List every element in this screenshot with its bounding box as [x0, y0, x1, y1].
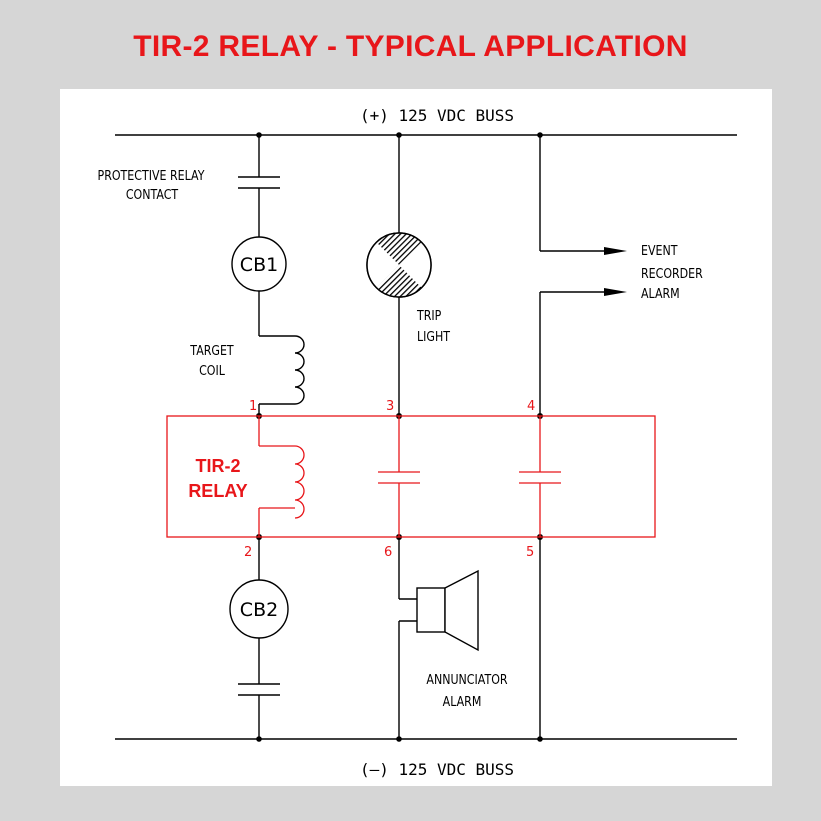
terminal-1-label: 1	[249, 399, 257, 414]
target-coil-label-1: TARGET	[189, 343, 234, 358]
trip-light-icon	[366, 232, 432, 298]
terminal-5-label: 5	[526, 545, 534, 560]
terminal-3-label: 3	[386, 399, 394, 414]
relay-label-2: RELAY	[188, 481, 247, 501]
page-title: TIR-2 RELAY - TYPICAL APPLICATION	[133, 30, 688, 63]
annunciator-label-1: ANNUNCIATOR	[426, 672, 508, 687]
event-arrow-icon	[604, 247, 627, 296]
tir2-relay-box	[166, 415, 656, 538]
terminal-4-label: 4	[527, 399, 535, 414]
annunciator-label-2: ALARM	[443, 694, 482, 709]
relay-label-1: TIR-2	[196, 456, 241, 476]
target-coil-label-2: COIL	[199, 363, 225, 378]
positive-bus-label: (+) 125 VDC BUSS	[360, 106, 514, 125]
trip-light-label-2: LIGHT	[417, 329, 451, 344]
branch-1	[229, 135, 305, 739]
protective-relay-label-2: CONTACT	[126, 187, 179, 202]
branch-4-5	[539, 135, 610, 739]
terminal-6-label: 6	[384, 545, 392, 560]
junction-dots	[256, 132, 543, 742]
target-coil-icon	[294, 335, 305, 405]
event-label-2: RECORDER	[641, 266, 703, 281]
annunciator-horn-icon	[416, 569, 479, 652]
trip-light-label-1: TRIP	[416, 308, 441, 323]
terminal-2-label: 2	[244, 545, 252, 560]
event-label-1: EVENT	[641, 243, 678, 258]
cb2-label: CB2	[240, 599, 278, 621]
branch-3	[398, 135, 417, 739]
event-label-3: ALARM	[641, 286, 680, 301]
protective-relay-label-1: PROTECTIVE RELAY	[98, 168, 205, 183]
cb1-label: CB1	[240, 254, 278, 276]
diagram-panel	[60, 89, 772, 786]
negative-bus-label: (–) 125 VDC BUSS	[360, 760, 514, 779]
relay-coil-icon	[294, 445, 305, 519]
